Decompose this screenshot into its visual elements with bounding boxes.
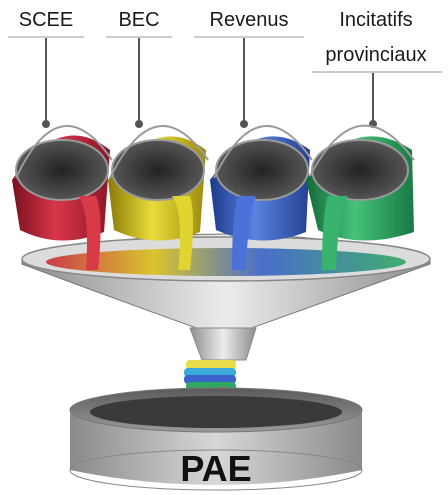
bucket-red	[12, 125, 113, 270]
label-revenus: Revenus	[209, 9, 289, 31]
bucket-yellow	[108, 125, 209, 270]
label-underlines	[8, 36, 442, 73]
label-incitatifs-line2: provinciaux	[325, 44, 427, 66]
color-pool	[46, 248, 406, 276]
bucket-blue	[210, 125, 313, 270]
pae-label: PAE	[180, 448, 251, 489]
label-incitatifs: Incitatifs	[339, 9, 413, 31]
label-bec: BEC	[118, 9, 160, 31]
label-scee: SCEE	[18, 9, 74, 31]
connector-lines	[42, 38, 377, 128]
funnel	[21, 233, 431, 361]
pae-basin	[69, 387, 363, 491]
bucket-green	[306, 124, 415, 270]
